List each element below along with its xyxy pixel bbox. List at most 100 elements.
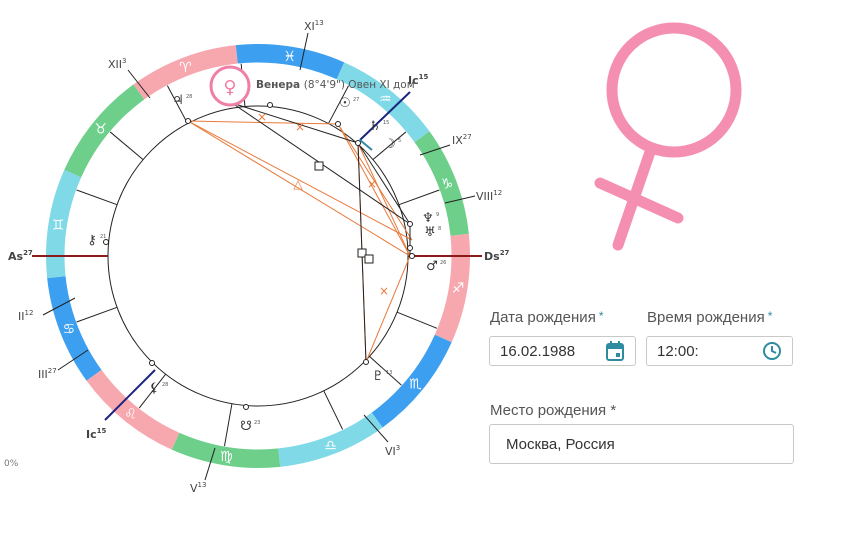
house-label-xi: XI13	[304, 19, 324, 33]
uranus-icon: ♅	[424, 225, 436, 240]
mc-axis-line	[359, 91, 411, 141]
aspect-marker: ×	[379, 284, 389, 298]
pluto-icon: ♇	[372, 369, 384, 384]
house-cusp-line	[369, 355, 402, 386]
aspect-line	[337, 123, 411, 257]
birth-date-label-text: Дата рождения	[490, 309, 596, 326]
aspect-square-marker	[364, 254, 374, 264]
house-cusp-line	[138, 373, 167, 409]
mars-icon: ♂	[426, 259, 438, 274]
sign-segment-scorpio	[371, 334, 452, 428]
cancer-icon: ♋	[63, 322, 76, 338]
mars-degree: 26	[440, 260, 446, 266]
neptune-degree: 9	[436, 212, 439, 218]
neptune-icon: ♆	[422, 211, 434, 226]
house-cusp-line	[76, 306, 118, 323]
sun-degree: 27	[353, 97, 359, 103]
house-label-ix: IX27	[452, 133, 472, 147]
sign-segment-capricorn	[414, 131, 469, 236]
sign-segment-taurus	[64, 84, 145, 178]
libra-icon: ♎	[324, 438, 337, 454]
uranus-degree: 8	[438, 226, 441, 232]
aries-icon: ♈	[179, 60, 192, 76]
aspect-marker: △	[293, 177, 303, 191]
aspect-marker: ×	[295, 120, 305, 134]
birth-date-input[interactable]: 16.02.1988	[489, 336, 636, 366]
gemini-icon: ♊	[52, 217, 65, 233]
house-label-v: V13	[190, 481, 206, 495]
mc-axis-accent	[359, 139, 373, 151]
house-xii-tick	[127, 69, 151, 99]
aspect-line	[231, 102, 359, 144]
sagittarius-icon: ♐	[452, 281, 465, 297]
birth-time-label-text: Время рождения	[647, 309, 765, 326]
planet-point	[409, 253, 415, 259]
house-vi-tick	[363, 414, 389, 443]
house-ix-tick	[419, 144, 451, 156]
house-viii-tick	[444, 195, 476, 204]
venus-symbol-large	[594, 22, 742, 251]
saturn-icon: ♄	[369, 119, 381, 134]
house-cusp-line	[398, 189, 440, 206]
taurus-icon: ♉	[94, 122, 107, 138]
sign-segment-pisces	[235, 43, 345, 80]
node-icon: ☋	[240, 419, 252, 434]
aspect-line	[357, 142, 363, 254]
house-ii-tick	[42, 297, 76, 316]
aspect-line	[365, 255, 411, 363]
house-cusp-line	[76, 189, 118, 206]
house-label-ii: II12	[18, 309, 33, 323]
birth-place-label: Место рождения *	[490, 402, 617, 419]
saturn-degree: 15	[383, 120, 389, 126]
clock-icon[interactable]	[760, 339, 784, 363]
birth-time-label: Время рождения*	[647, 309, 772, 326]
house-xi-tick	[299, 32, 309, 71]
house-label-vi: VI3	[385, 444, 400, 458]
planet-point	[103, 239, 109, 245]
planet-point	[149, 360, 155, 366]
progress-percent: 0%	[4, 459, 19, 469]
ic-axis-line	[104, 369, 156, 421]
aquarius-icon: ♒	[379, 92, 392, 108]
pisces-icon: ♓	[283, 49, 296, 65]
leo-icon: ♌	[124, 406, 137, 422]
birth-time-value: 12:00:	[657, 342, 699, 360]
planet-point	[185, 118, 191, 124]
aspect-line	[187, 120, 411, 257]
house-label-iii: III27	[38, 367, 57, 381]
aspect-marker: ×	[367, 177, 377, 191]
house-iii-tick	[57, 349, 89, 371]
sign-segment-aquarius	[336, 62, 430, 143]
house-cusp-line	[327, 85, 350, 124]
planet-point	[267, 102, 273, 108]
aspect-line	[361, 252, 367, 363]
venus-highlight	[209, 65, 251, 107]
aspect-line	[187, 120, 413, 241]
planet-point	[407, 221, 413, 227]
lilith-icon: ⚸	[149, 381, 159, 396]
sign-segment-virgo	[171, 432, 281, 468]
house-cusp-line	[166, 85, 189, 124]
calendar-icon[interactable]	[603, 339, 627, 363]
aspect-line	[337, 123, 413, 241]
capricorn-icon: ♑	[441, 176, 454, 192]
sun-icon: ☉	[339, 96, 351, 111]
birth-date-value: 16.02.1988	[500, 342, 576, 360]
birth-place-input[interactable]: Москва, Россия	[489, 424, 794, 464]
scorpio-icon: ♏	[409, 376, 422, 392]
birth-time-input[interactable]: 12:00:	[646, 336, 793, 366]
jupiter-icon: ♃	[172, 93, 184, 108]
venus-tooltip: Венера (8°4'9") Овен XI дом	[256, 79, 415, 91]
sign-segment-leo	[86, 369, 180, 450]
sign-segment-sagittarius	[434, 233, 471, 343]
birth-date-label: Дата рождения*	[490, 309, 604, 326]
virgo-icon: ♍	[220, 449, 233, 465]
moon-icon: ☽	[384, 137, 396, 152]
house-label-ic: Ic15	[86, 427, 106, 441]
house-v-tick	[204, 447, 216, 481]
planet-point	[355, 140, 361, 146]
planet-point	[243, 404, 249, 410]
aspect-line	[357, 142, 411, 225]
moon-degree: 5	[398, 138, 401, 144]
aspect-square-marker	[314, 161, 324, 171]
